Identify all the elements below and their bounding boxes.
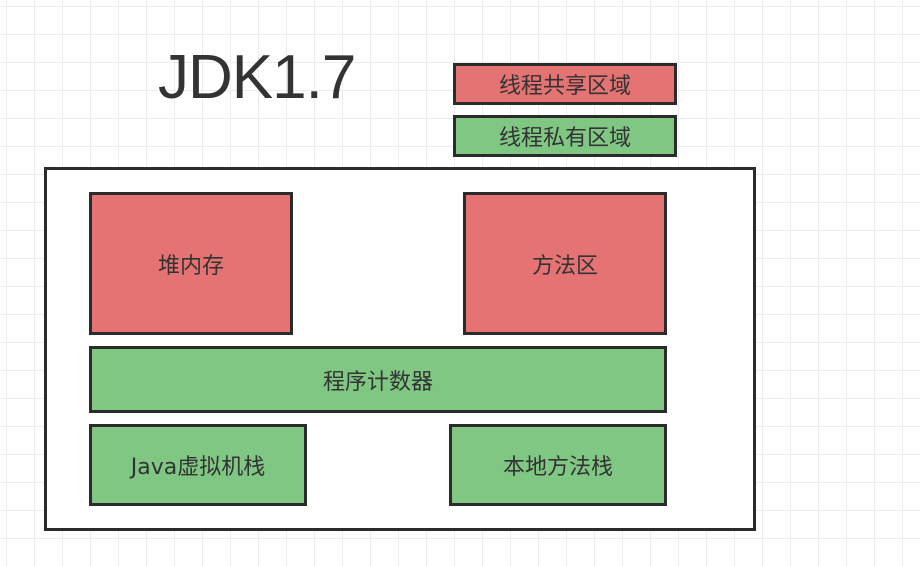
heap-region: 堆内存 [89, 192, 293, 335]
native-method-stack-label: 本地方法栈 [502, 455, 613, 480]
program-counter-label: 程序计数器 [322, 369, 433, 395]
native-method-stack-region: 本地方法栈 [449, 424, 667, 506]
jvm-stack-region: Java虚拟机栈 [89, 424, 307, 506]
legend-private-region: 线程私有区域 [453, 115, 677, 157]
legend-private-label: 线程私有区域 [498, 126, 631, 151]
legend-shared-label: 线程共享区域 [498, 74, 631, 99]
diagram-title: JDK1.7 [158, 43, 356, 112]
legend-shared-region: 线程共享区域 [453, 63, 677, 105]
method-area-label: 方法区 [531, 253, 598, 279]
program-counter-region: 程序计数器 [89, 346, 667, 413]
heap-label: 堆内存 [157, 253, 224, 279]
method-area-region: 方法区 [463, 192, 667, 335]
jvm-stack-label: Java虚拟机栈 [130, 455, 266, 480]
